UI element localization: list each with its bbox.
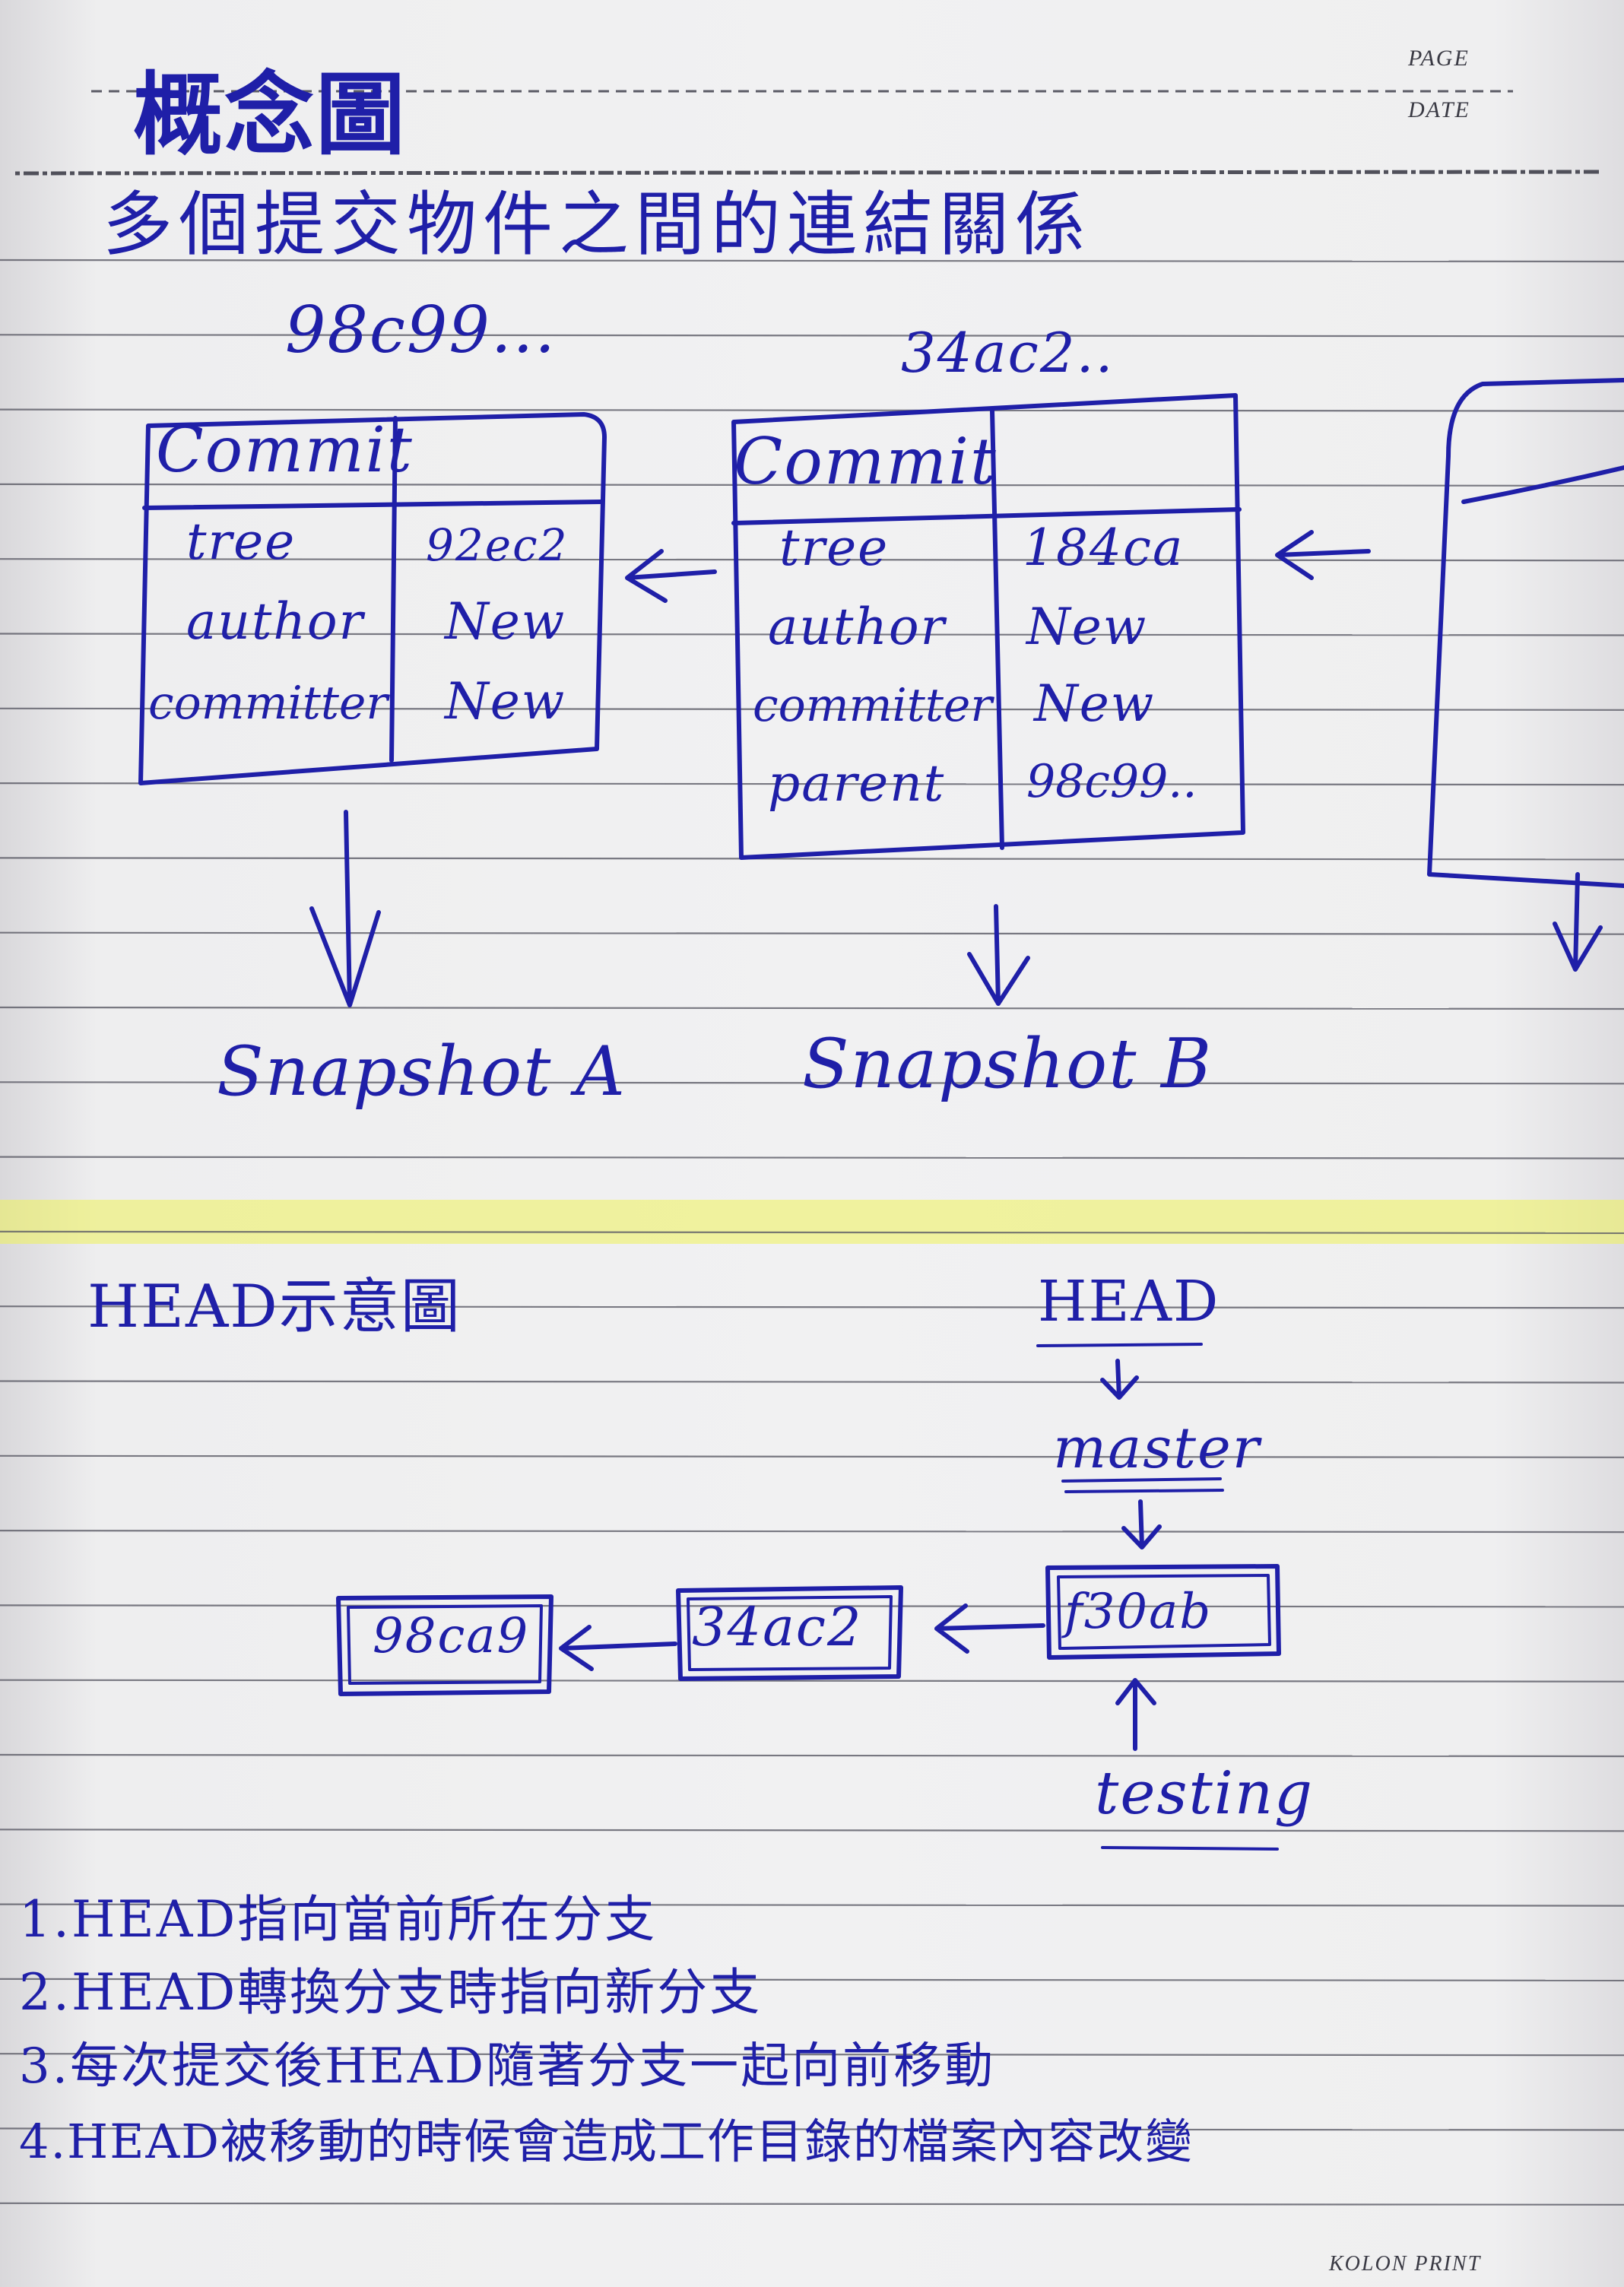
rule-line bbox=[0, 1679, 1624, 1683]
rule-line bbox=[0, 857, 1624, 861]
note-3: 3.每次提交後HEAD隨著分支一起向前移動 bbox=[19, 2038, 996, 2095]
arrow-b-to-a bbox=[625, 549, 717, 603]
rule-line bbox=[0, 1006, 1624, 1010]
rule-line bbox=[0, 2127, 1624, 2131]
rule-line bbox=[0, 408, 1624, 412]
head-underline bbox=[1036, 1343, 1203, 1347]
page-label: PAGE bbox=[1408, 46, 1470, 71]
node-f30ab-inner-box bbox=[1057, 1574, 1271, 1650]
commit-b-val-committer: New bbox=[1034, 674, 1156, 733]
node-34ac2-box bbox=[676, 1585, 903, 1681]
arrow-c-down bbox=[1553, 872, 1603, 972]
note-4: 4.HEAD被移動的時候會造成工作目錄的檔案內容改變 bbox=[19, 2114, 1194, 2169]
commit-c-header-divider bbox=[1461, 465, 1624, 504]
rule-line bbox=[0, 1081, 1624, 1085]
page-title: 概念圖 bbox=[133, 62, 408, 167]
commit-b-key-parent: parent bbox=[768, 754, 946, 813]
rule-line bbox=[0, 633, 1624, 636]
commit-b-key-author: author bbox=[768, 598, 947, 656]
rule-line bbox=[0, 1454, 1624, 1458]
node-f30ab-label: f30ab bbox=[1064, 1584, 1213, 1640]
node-34ac2-inner-box bbox=[687, 1595, 893, 1671]
node-98ca9-label: 98ca9 bbox=[373, 1608, 530, 1664]
rule-line bbox=[0, 1903, 1624, 1907]
rule-line bbox=[0, 1230, 1624, 1235]
node-34ac2-label: 34ac2 bbox=[692, 1596, 863, 1658]
rule-line bbox=[0, 1753, 1624, 1758]
commit-b-val-tree: 184ca bbox=[1023, 519, 1185, 577]
header-ornament-line bbox=[14, 170, 1601, 176]
testing-underline bbox=[1101, 1846, 1279, 1851]
node-98ca9-inner-box bbox=[347, 1604, 543, 1685]
arrow-c-to-b bbox=[1275, 530, 1371, 580]
arrow-b-to-snapshot bbox=[967, 904, 1030, 1006]
rule-line bbox=[0, 1156, 1624, 1159]
commit-b-val-author: New bbox=[1026, 598, 1148, 656]
arrow-a-to-snapshot bbox=[309, 810, 381, 1007]
rule-line bbox=[0, 558, 1624, 562]
highlighter-band bbox=[0, 1200, 1624, 1244]
rule-line bbox=[0, 931, 1624, 935]
commit-a-key-author: author bbox=[186, 592, 365, 651]
rule-line bbox=[0, 1305, 1624, 1309]
arrow-master-to-f30ab bbox=[1121, 1499, 1162, 1550]
node-98ca9-box bbox=[336, 1594, 553, 1696]
note-2: 2.HEAD轉換分支時指向新分支 bbox=[19, 1963, 763, 2022]
commit-b-key-committer: committer bbox=[753, 679, 993, 732]
rule-line bbox=[0, 483, 1624, 487]
master-double-underline bbox=[1061, 1477, 1224, 1493]
rule-line bbox=[0, 2053, 1624, 2057]
rule-line bbox=[0, 1529, 1624, 1534]
commit-a-box bbox=[138, 412, 607, 785]
commit-b-val-parent: 98c99.. bbox=[1026, 755, 1197, 808]
rule-line bbox=[0, 1978, 1624, 1981]
arrow-testing-to-f30ab bbox=[1115, 1678, 1156, 1751]
rule-line bbox=[0, 1380, 1624, 1384]
commit-a-key-tree: tree bbox=[186, 512, 297, 571]
snapshot-a-label: Snapshot A bbox=[217, 1032, 626, 1112]
commit-hash-a: 98c99... bbox=[285, 293, 557, 367]
rule-line bbox=[0, 782, 1624, 786]
branch-testing-label: testing bbox=[1095, 1759, 1314, 1828]
note-1: 1.HEAD指向當前所在分支 bbox=[19, 1890, 658, 1949]
rule-line bbox=[0, 259, 1624, 263]
commit-b-box bbox=[731, 393, 1245, 860]
commit-b-column-divider bbox=[990, 408, 1004, 850]
branch-master-label: master bbox=[1053, 1416, 1261, 1481]
rule-line bbox=[0, 2202, 1624, 2206]
commit-a-column-divider bbox=[389, 416, 398, 763]
snapshot-b-label: Snapshot B bbox=[802, 1024, 1213, 1104]
date-label: DATE bbox=[1408, 97, 1470, 122]
commit-header-a: Commit bbox=[156, 414, 414, 487]
commit-a-header-divider bbox=[142, 500, 603, 510]
section-subtitle: 多個提交物件之間的連結關係 bbox=[103, 184, 1092, 265]
rule-line bbox=[0, 1829, 1624, 1832]
commit-hash-b: 34ac2.. bbox=[901, 321, 1115, 385]
commit-a-val-author: New bbox=[445, 592, 566, 651]
arrow-34ac2-to-98ca9 bbox=[559, 1625, 677, 1671]
rule-line bbox=[0, 707, 1624, 711]
head-section-title: HEAD示意圖 bbox=[87, 1273, 462, 1341]
arrow-f30ab-to-34ac2 bbox=[934, 1603, 1045, 1654]
commit-a-val-tree: 92ec2 bbox=[426, 519, 569, 571]
commit-a-key-committer: committer bbox=[148, 677, 389, 730]
commit-b-header-divider bbox=[731, 507, 1242, 525]
commit-a-val-committer: New bbox=[445, 672, 566, 731]
commit-c-partial-box bbox=[1427, 378, 1624, 888]
brand-label: KOLON PRINT bbox=[1329, 2252, 1482, 2276]
rule-line bbox=[0, 334, 1624, 338]
commit-b-key-tree: tree bbox=[779, 519, 890, 577]
commit-header-b: Commit bbox=[734, 424, 998, 499]
node-f30ab-box bbox=[1045, 1564, 1281, 1660]
head-label: HEAD bbox=[1038, 1269, 1220, 1334]
rule-line bbox=[0, 1604, 1624, 1608]
arrow-head-to-master bbox=[1100, 1359, 1139, 1400]
